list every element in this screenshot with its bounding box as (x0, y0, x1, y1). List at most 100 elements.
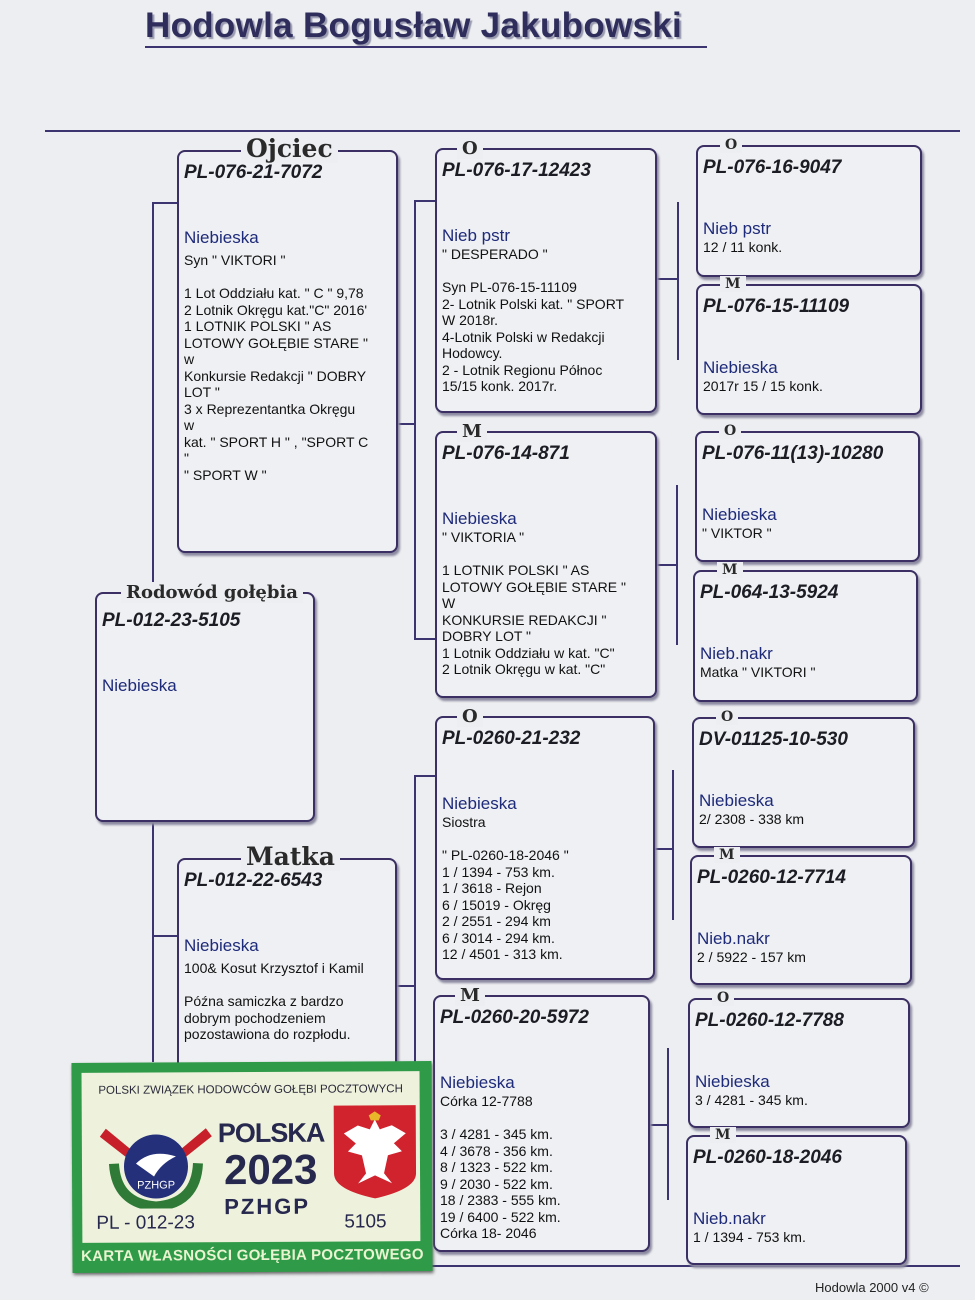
father-sire-ring: PL-076-17-12423 (442, 160, 591, 181)
ancestor-notes: " VIKTOR " (702, 525, 772, 541)
connector (657, 564, 677, 566)
ancestor-box: M PL-0260-18-2046 Nieb.nakr 1 / 1394 - 7… (686, 1127, 907, 1265)
ancestor-color: Niebieska (695, 1072, 770, 1091)
header-divider (45, 130, 960, 132)
mother-dam-color: Niebieska (440, 1073, 515, 1092)
father-dam-ring: PL-076-14-871 (442, 443, 570, 464)
father-sire-notes: " DESPERADO " Syn PL-076-15-11109 2- Lot… (442, 246, 625, 394)
ancestor-ring: PL-064-13-5924 (700, 582, 839, 603)
card-org: PZHGP (224, 1193, 311, 1220)
ancestor-notes: 3 / 4281 - 345 km. (695, 1092, 808, 1108)
pzhgp-logo-icon: PZHGP (99, 1128, 212, 1209)
ancestor-ring: PL-076-16-9047 (703, 157, 842, 178)
ancestor-color: Niebieska (699, 791, 774, 810)
ancestor-notes: 12 / 11 konk. (703, 239, 783, 255)
logo-text: PZHGP (137, 1179, 175, 1191)
father-sire-color: Nieb pstr (442, 226, 511, 245)
ancestor-ring: DV-01125-10-530 (699, 729, 848, 750)
ancestor-color: Nieb pstr (703, 219, 772, 238)
dam-label: M (457, 421, 487, 442)
ancestor-box: M PL-0260-12-7714 Nieb.nakr 2 / 5922 - 1… (690, 847, 912, 985)
card-ring-number: PL - 012-23 (96, 1212, 195, 1234)
ancestor-box: O PL-076-11(13)-10280 Niebieska " VIKTOR… (695, 423, 920, 562)
mother-ring: PL-012-22-6543 (184, 870, 323, 891)
card-footer: KARTA WŁASNOŚCI GOŁĘBIA POCZTOWEGO (81, 1246, 424, 1265)
ownership-card: POLSKI ZWIĄZEK HODOWCÓW GOŁĘBI POCZTOWYC… (71, 1061, 433, 1273)
connector (414, 775, 416, 1145)
ancestor-ring: PL-0260-12-7788 (695, 1010, 844, 1031)
mother-dam-notes: Córka 12-7788 3 / 4281 - 345 km. 4 / 367… (440, 1093, 561, 1241)
card-year: 2023 (223, 1145, 318, 1194)
connector (414, 775, 436, 777)
connector (676, 485, 678, 645)
card-serial: 5105 (344, 1211, 387, 1233)
mother-sire-notes: Siostra " PL-0260-18-2046 " 1 / 1394 - 7… (442, 814, 569, 962)
polish-eagle-emblem-icon (333, 1105, 417, 1199)
card-panel: POLSKI ZWIĄZEK HODOWCÓW GOŁĘBI POCZTOWYC… (81, 1071, 421, 1243)
ancestor-color: Niebieska (702, 505, 777, 524)
ancestor-box: M PL-064-13-5924 Nieb.nakr Matka " VIKTO… (693, 562, 918, 702)
pigeon-color: Niebieska (102, 676, 177, 695)
connector (398, 423, 415, 425)
dam-label: M (710, 1127, 736, 1143)
connector (667, 1048, 669, 1200)
sire-label: O (712, 990, 735, 1006)
connector (414, 200, 436, 202)
pigeon-label: Rodowód gołębia (121, 582, 303, 603)
connector (650, 1124, 668, 1126)
ancestor-notes: Matka " VIKTORI " (700, 664, 816, 680)
ancestor-notes: 2/ 2308 - 338 km (699, 811, 805, 827)
dam-label: M (717, 562, 743, 578)
ancestor-color: Niebieska (703, 358, 778, 377)
mother-box: Matka PL-012-22-6543 Niebieska 100& Kosu… (177, 842, 397, 1073)
ancestor-notes: 2 / 5922 - 157 km (697, 949, 806, 965)
father-dam-color: Niebieska (442, 509, 517, 528)
connector (657, 278, 677, 280)
connector (672, 770, 674, 920)
dam-label: M (455, 985, 485, 1006)
dam-label: M (714, 847, 740, 863)
mother-dam-ring: PL-0260-20-5972 (440, 1007, 589, 1028)
mother-sire-color: Niebieska (442, 794, 517, 813)
connector (152, 935, 178, 937)
connector (397, 985, 415, 987)
ancestor-notes: 2017r 15 / 15 konk. (703, 378, 823, 394)
mother-sire-ring: PL-0260-21-232 (442, 728, 581, 749)
connector (152, 202, 178, 204)
father-dam-box: M PL-076-14-871 Niebieska " VIKTORIA " 1… (435, 421, 657, 698)
mother-dam-box: M PL-0260-20-5972 Niebieska Córka 12-778… (433, 985, 650, 1252)
ancestor-ring: PL-076-15-11109 (703, 296, 850, 317)
father-label: Ojciec (241, 134, 338, 163)
sire-label: O (716, 709, 739, 725)
sire-label: O (720, 137, 743, 153)
mother-sire-box: O PL-0260-21-232 Niebieska Siostra " PL-… (435, 706, 655, 980)
sire-label: O (719, 423, 742, 439)
ancestor-color: Nieb.nakr (700, 644, 773, 663)
father-ring: PL-076-21-7072 (184, 162, 323, 183)
ancestor-ring: PL-076-11(13)-10280 (702, 443, 884, 464)
dam-label: M (720, 276, 746, 292)
father-box: Ojciec PL-076-21-7072 Niebieska Syn " VI… (177, 134, 398, 553)
sire-label: O (457, 138, 483, 159)
ancestor-ring: PL-0260-12-7714 (697, 867, 846, 888)
ancestor-box: O PL-076-16-9047 Nieb pstr 12 / 11 konk. (696, 137, 922, 277)
mother-notes: 100& Kosut Krzysztof i Kamil Późna samic… (184, 960, 364, 1042)
connector (414, 200, 416, 640)
mother-color: Niebieska (184, 936, 259, 955)
ancestor-box: M PL-076-15-11109 Niebieska 2017r 15 / 1… (696, 276, 922, 415)
pigeon-box: Rodowód gołębia PL-012-23-5105 Niebieska (95, 582, 315, 822)
ancestor-color: Nieb.nakr (697, 929, 770, 948)
connector (655, 848, 673, 850)
card-header: POLSKI ZWIĄZEK HODOWCÓW GOŁĘBI POCZTOWYC… (98, 1083, 403, 1097)
father-notes: Syn " VIKTORI " 1 Lot Oddziału kat. " C … (184, 252, 369, 483)
mother-label: Matka (241, 842, 340, 871)
ancestor-box: O PL-0260-12-7788 Niebieska 3 / 4281 - 3… (688, 990, 910, 1128)
father-color: Niebieska (184, 228, 259, 247)
father-dam-notes: " VIKTORIA " 1 LOTNIK POLSKI " AS LOTOWY… (442, 529, 626, 677)
ancestor-ring: PL-0260-18-2046 (693, 1147, 842, 1168)
ancestor-color: Nieb.nakr (693, 1209, 766, 1228)
bottom-divider (432, 1265, 960, 1267)
page-title: Hodowla Bogusław Jakubowski (145, 6, 683, 45)
ancestor-box: O DV-01125-10-530 Niebieska 2/ 2308 - 33… (692, 709, 915, 848)
pigeon-ring: PL-012-23-5105 (102, 610, 241, 631)
